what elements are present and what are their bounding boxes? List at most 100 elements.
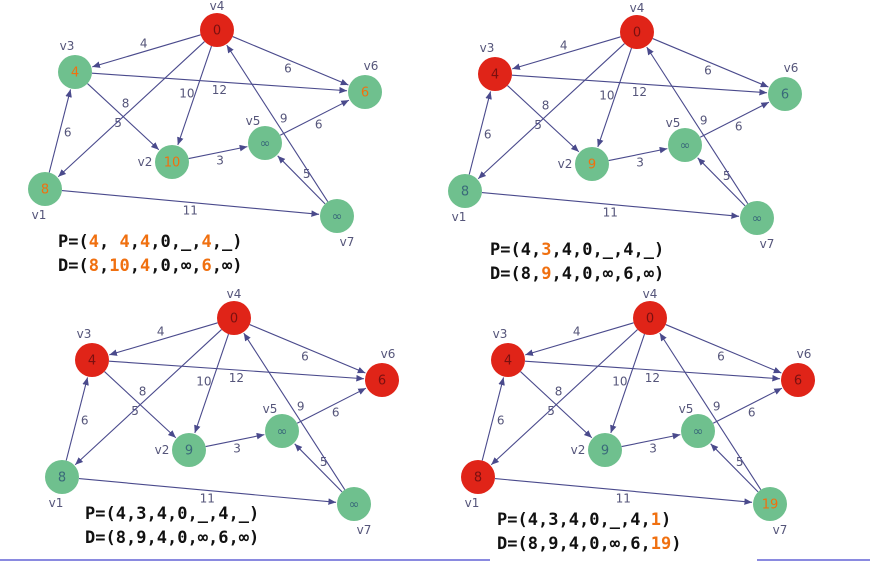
edge-v4-v3 [525, 322, 634, 356]
edge-v4-v2 [610, 333, 646, 434]
edge-v4-v6 [652, 38, 769, 88]
vector-suffix: ) [653, 240, 665, 260]
node-v6: 6v6 [781, 347, 815, 397]
vector-item: 4 [139, 256, 151, 276]
node-distance: ∞ [332, 210, 343, 225]
node-label: v4 [227, 287, 242, 301]
vector-item: 8 [88, 256, 99, 276]
node-circle [491, 343, 525, 377]
node-v2: 9v2 [558, 147, 609, 181]
edge-weight: 4 [573, 324, 581, 338]
node-distance: 0 [213, 24, 221, 39]
vector-item: 9 [136, 528, 147, 548]
path-vector: P=(4,3,4,0,_,4,1) [497, 510, 672, 530]
edge-weight: 11 [183, 203, 198, 217]
distance-vector: D=(8,9,4,0,∞,6,19) [497, 534, 682, 554]
edge-weight: 10 [599, 88, 614, 102]
node-v1: 8v1 [28, 172, 62, 222]
vector-item: 0 [582, 264, 593, 284]
node-distance: 19 [762, 498, 779, 513]
node-v3: 4v3 [58, 39, 92, 89]
node-distance: ∞ [752, 212, 763, 227]
vector-prefix: P=( [85, 504, 116, 524]
vector-item: 0 [177, 504, 188, 524]
node-distance: 6 [794, 374, 802, 389]
edge-v5-v6 [279, 99, 350, 136]
edge-weight: 5 [114, 116, 122, 130]
edge-v1-v7 [61, 190, 320, 217]
bottom-rule-left [0, 559, 490, 561]
edge-weight: 9 [700, 114, 708, 128]
edge-v7-v5 [294, 443, 343, 493]
vector-item: _ [643, 240, 654, 260]
vector-item: 3 [541, 240, 552, 260]
edge-weight: 5 [131, 404, 139, 418]
vector-suffix: ) [660, 510, 672, 530]
node-circle [575, 147, 609, 181]
edge-v4-v1 [74, 329, 222, 466]
vector-item: 1 [650, 510, 661, 530]
node-distance: 9 [588, 158, 596, 173]
edge-v4-v6 [665, 324, 782, 374]
node-label: v4 [630, 1, 645, 15]
node-distance: 0 [230, 312, 238, 327]
node-label: v5 [666, 116, 681, 130]
edge-v4-v6 [232, 36, 349, 86]
vector-item: 4 [156, 504, 167, 524]
node-v3: 4v3 [478, 41, 512, 91]
edge-weight: 4 [157, 324, 165, 338]
path-vector: P=(4, 4,4,0,_,4,_) [58, 232, 243, 252]
node-circle [45, 460, 79, 494]
node-label: v4 [643, 287, 658, 301]
node-distance: 8 [461, 185, 469, 200]
vector-item: 4 [568, 510, 579, 530]
edge-v5-v6 [699, 101, 770, 138]
node-circle [320, 199, 354, 233]
vector-item: 6 [218, 528, 229, 548]
node-v7: ∞ v7 [320, 199, 354, 249]
edge-v5-v6 [712, 387, 783, 424]
edge-weight: 3 [216, 153, 224, 167]
path-vector: P=(4,3,4,0,_,4,_) [85, 504, 260, 524]
edge-weight: 4 [140, 36, 148, 50]
node-label: v2 [155, 443, 170, 457]
node-label: v3 [77, 327, 92, 341]
edge-v7-v5 [697, 157, 746, 207]
node-v7: ∞v7 [337, 487, 371, 537]
edge-weight: 11 [616, 491, 631, 505]
edge-v7-v4 [659, 332, 762, 491]
vector-prefix: D=( [85, 528, 116, 548]
node-label: v7 [760, 237, 775, 251]
edge-v2-v5 [205, 432, 265, 448]
node-label: v1 [49, 496, 64, 510]
edge-weight: 6 [735, 120, 743, 134]
node-label: v5 [246, 114, 261, 128]
node-circle [200, 13, 234, 47]
edge-weight: 5 [534, 118, 542, 132]
node-distance: ∞ [260, 137, 271, 152]
edge-v4-v1 [57, 41, 205, 178]
vector-prefix: P=( [58, 232, 89, 252]
vector-item: _ [197, 504, 208, 524]
node-distance: ∞ [693, 425, 704, 440]
vector-item: 8 [527, 534, 538, 554]
edge-v2-v5 [608, 146, 668, 162]
node-distance: 8 [58, 471, 66, 486]
node-label: v3 [60, 39, 75, 53]
vector-item: ∞ [609, 534, 620, 554]
vector-item: 8 [520, 264, 531, 284]
node-label: v7 [340, 235, 355, 249]
edge-weight: 3 [649, 441, 657, 455]
edge-v1-v7 [481, 192, 740, 219]
vector-suffix: ) [232, 232, 243, 252]
edge-v7-v5 [277, 155, 326, 205]
node-distance: ∞ [349, 498, 360, 513]
vector-item: 4 [156, 528, 167, 548]
node-distance: 4 [491, 68, 499, 83]
edge-weight: 6 [81, 413, 89, 427]
vector-item: 6 [630, 534, 641, 554]
edge-weight: 6 [64, 125, 72, 139]
edge-weight: 9 [297, 400, 305, 414]
